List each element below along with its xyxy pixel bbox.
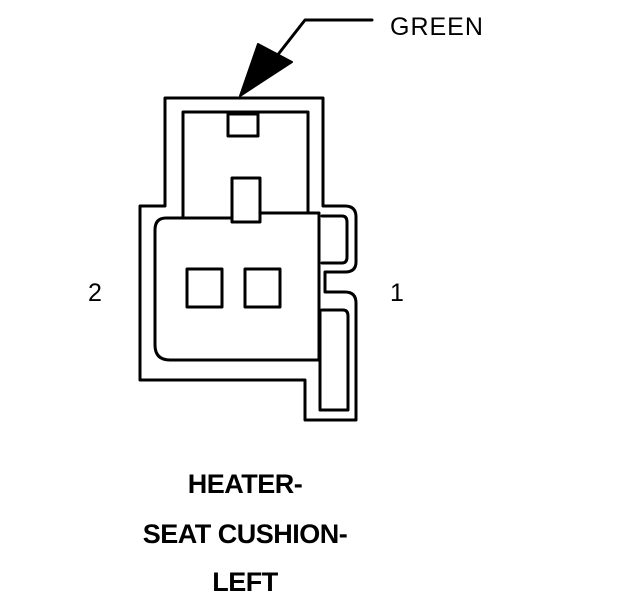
component-name-line-1: HEATER- — [187, 469, 303, 499]
locking-tab — [226, 112, 260, 138]
component-name-line-2: SEAT CUSHION- — [142, 519, 348, 549]
pin-number-1: 1 — [390, 279, 404, 307]
terminal-cavity — [153, 211, 321, 362]
wire-color-label: GREEN — [390, 13, 484, 41]
terminal-1 — [243, 267, 282, 309]
terminal-2 — [185, 267, 224, 309]
callout-leader — [239, 18, 374, 97]
pin-number-2: 2 — [88, 279, 102, 307]
connector-housing — [138, 96, 358, 422]
latch-lower — [318, 308, 350, 412]
component-name-line-3: LEFT — [212, 567, 278, 597]
latch-upper — [320, 214, 349, 265]
upper-cavity — [181, 110, 310, 220]
